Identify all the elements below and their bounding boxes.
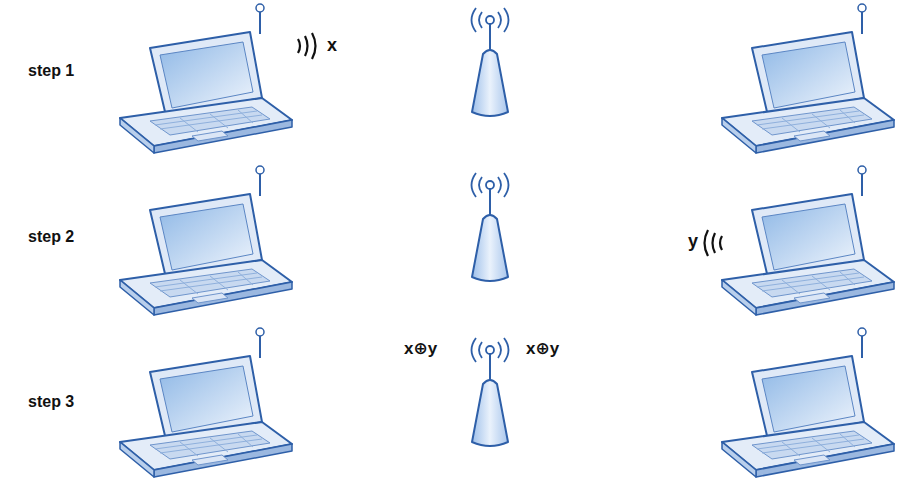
access-point-icon: [472, 8, 509, 116]
xor-label: x⊕y: [526, 340, 559, 359]
laptop-icon: [722, 4, 894, 153]
signal-waves: [298, 33, 316, 59]
signal-waves: [705, 230, 723, 256]
laptop-icon: [120, 328, 292, 477]
row-step-1: [120, 4, 894, 153]
laptop-icon: [120, 4, 292, 153]
xor-label: x⊕y: [404, 340, 437, 359]
signal-label: x: [327, 36, 337, 56]
laptop-icon: [722, 328, 894, 477]
step-label: step 3: [28, 393, 74, 411]
laptop-icon: [722, 166, 894, 315]
access-point-icon: [472, 338, 509, 446]
row-step-3: [120, 328, 894, 477]
step-label: step 2: [28, 228, 74, 246]
step-label: step 1: [28, 62, 74, 80]
access-point-icon: [472, 173, 509, 281]
laptop-icon: [120, 166, 292, 315]
row-step-2: [120, 166, 894, 315]
signal-label: y: [688, 232, 698, 252]
